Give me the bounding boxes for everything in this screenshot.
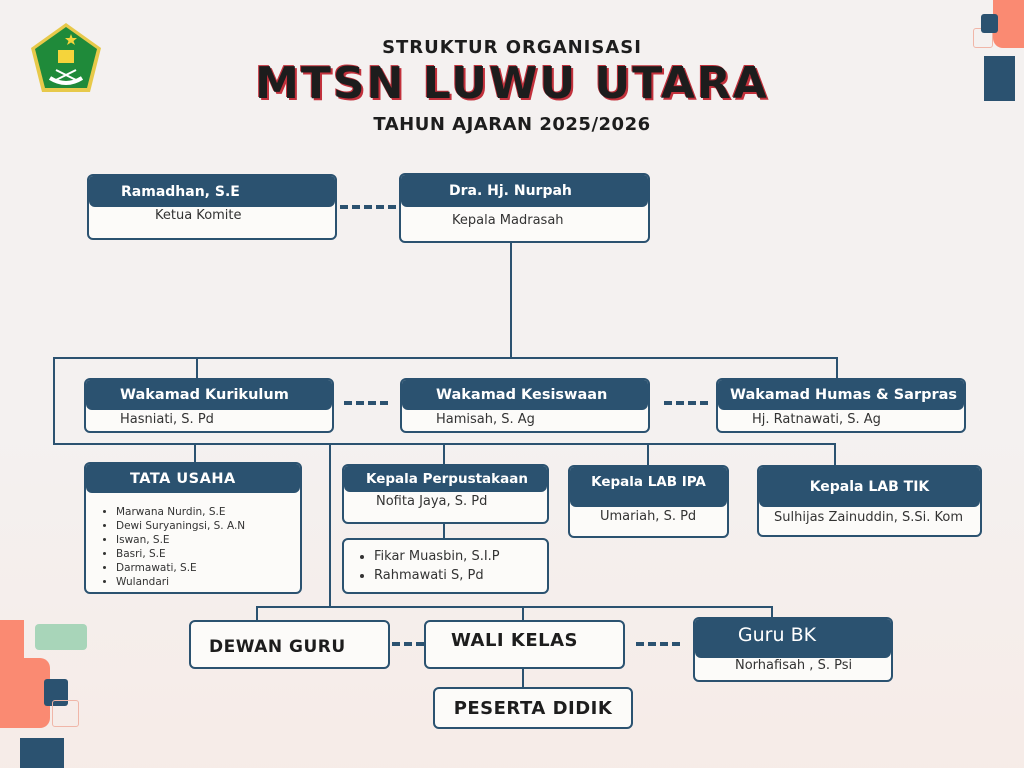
academic-year: TAHUN AJARAN 2025/2026 — [373, 114, 651, 135]
subtitle: STRUKTUR ORGANISASI — [382, 37, 642, 58]
connector — [194, 443, 196, 463]
list-item: Dewi Suryaningsi, S. A.N — [116, 519, 300, 533]
decor-shape — [52, 700, 79, 727]
decor-shape — [20, 738, 64, 768]
wakamad-kesiswaan-card: Wakamad Kesiswaan Hamisah, S. Ag — [400, 378, 650, 433]
card-title: Kepala LAB IPA — [570, 467, 727, 507]
kemenag-logo — [28, 20, 104, 96]
wakamad-kurikulum-card: Wakamad Kurikulum Hasniati, S. Pd — [84, 378, 334, 433]
card-name: Hasniati, S. Pd — [120, 412, 214, 427]
connector — [53, 357, 55, 445]
wakamad-humas-card: Wakamad Humas & Sarpras Hj. Ratnawati, S… — [716, 378, 966, 433]
card-title: TATA USAHA — [86, 464, 300, 493]
perpustakaan-staff-card: Fikar Muasbin, S.I.P Rahmawati S, Pd — [342, 538, 549, 594]
guru-bk-card: Guru BK Norhafisah , S. Psi — [693, 617, 893, 682]
card-title: Kepala Perpustakaan — [344, 466, 547, 492]
connector — [443, 522, 445, 539]
card-title: Wakamad Kurikulum — [86, 380, 332, 410]
dashed-connector — [392, 642, 424, 646]
connector — [329, 443, 331, 608]
card-title: Wakamad Humas & Sarpras — [718, 380, 964, 410]
list-item: Wulandari — [116, 575, 300, 589]
ketua-komite-card: Ramadhan, S.E Ketua Komite — [87, 174, 337, 240]
card-name: Nofita Jaya, S. Pd — [376, 494, 488, 509]
dashed-connector — [664, 401, 708, 405]
tata-usaha-card: TATA USAHA Marwana Nurdin, S.E Dewi Sury… — [84, 462, 302, 594]
connector — [196, 357, 198, 379]
card-title: Kepala LAB TIK — [759, 467, 980, 507]
staff-list: Fikar Muasbin, S.I.P Rahmawati S, Pd — [344, 547, 547, 585]
connector — [256, 606, 773, 608]
peserta-didik-box: PESERTA DIDIK — [433, 687, 633, 729]
card-name: Norhafisah , S. Psi — [735, 658, 853, 673]
card-name: Dra. Hj. Nurpah — [401, 175, 648, 207]
page-title: MTSN LUWU UTARA — [255, 58, 769, 109]
dashed-connector — [344, 401, 388, 405]
connector — [771, 606, 773, 618]
connector — [522, 606, 524, 621]
connector — [834, 443, 836, 466]
connector — [836, 357, 838, 379]
card-name: Sulhijas Zainuddin, S.Si. Kom — [774, 510, 964, 525]
wali-kelas-box: WALI KELAS — [424, 620, 625, 669]
lab-ipa-card: Kepala LAB IPA Umariah, S. Pd — [568, 465, 729, 538]
connector — [53, 357, 838, 359]
decor-shape — [44, 679, 68, 706]
lab-tik-card: Kepala LAB TIK Sulhijas Zainuddin, S.Si.… — [757, 465, 982, 537]
dashed-connector — [340, 205, 396, 209]
decor-shape — [0, 620, 24, 660]
card-title: Wakamad Kesiswaan — [402, 380, 648, 410]
decor-shape — [0, 658, 50, 728]
decor-shape — [993, 0, 1024, 48]
card-title: Guru BK — [695, 619, 891, 658]
dashed-connector — [636, 642, 680, 646]
decor-shape — [984, 56, 1015, 101]
list-item: Marwana Nurdin, S.E — [116, 505, 300, 519]
connector — [443, 443, 445, 465]
tata-usaha-list: Marwana Nurdin, S.E Dewi Suryaningsi, S.… — [86, 505, 300, 589]
list-item: Rahmawati S, Pd — [374, 566, 547, 585]
list-item: Darmawati, S.E — [116, 561, 300, 575]
card-role: Kepala Madrasah — [452, 213, 564, 228]
list-item: Basri, S.E — [116, 547, 300, 561]
card-role: Ketua Komite — [155, 208, 242, 223]
card-name: Hamisah, S. Ag — [436, 412, 535, 427]
decor-shape — [981, 14, 998, 33]
dewan-guru-box: DEWAN GURU — [189, 620, 390, 669]
list-item: Iswan, S.E — [116, 533, 300, 547]
connector — [256, 606, 258, 621]
kepala-perpustakaan-card: Kepala Perpustakaan Nofita Jaya, S. Pd — [342, 464, 549, 524]
card-name: Umariah, S. Pd — [600, 509, 697, 524]
connector — [510, 242, 512, 359]
decor-shape — [35, 624, 87, 650]
list-item: Fikar Muasbin, S.I.P — [374, 547, 547, 566]
connector — [647, 443, 649, 466]
connector — [522, 668, 524, 688]
card-name: Ramadhan, S.E — [89, 176, 335, 207]
kepala-madrasah-card: Dra. Hj. Nurpah Kepala Madrasah — [399, 173, 650, 243]
card-name: Hj. Ratnawati, S. Ag — [752, 412, 881, 427]
